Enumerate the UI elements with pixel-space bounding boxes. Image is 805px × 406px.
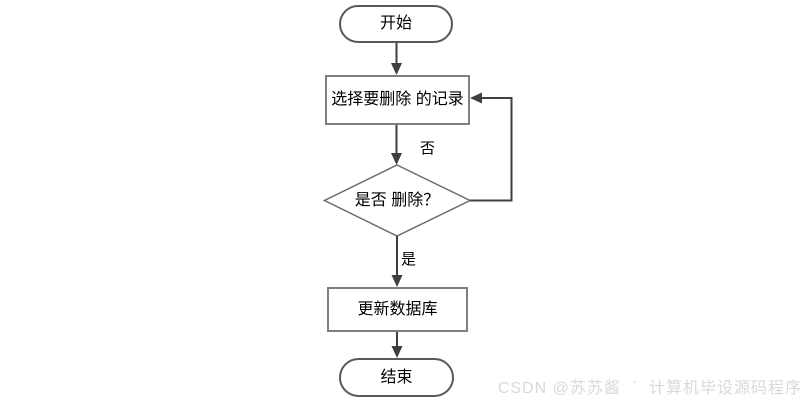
connector-select-to-decision (391, 125, 402, 165)
end-node-label: 结束 (380, 368, 413, 386)
process-select-record: 选择要删除 的记录 (325, 75, 470, 125)
connector-update-to-end (391, 332, 403, 358)
start-node: 开始 (339, 5, 453, 43)
decision-confirm-delete: 是否 删除？ (332, 192, 462, 210)
process-select-record-label: 选择要删除 的记录 (331, 91, 464, 108)
connector-decision-to-update (391, 236, 403, 287)
connector-start-to-select (391, 43, 402, 75)
watermark: CSDN @苏苏酱 ˊ 计算机毕设源码程序 (497, 380, 802, 397)
edge-label-no: 否 (420, 140, 436, 157)
start-node-label: 开始 (379, 15, 412, 32)
connector-no-loop (470, 92, 513, 202)
edge-label-yes: 是 (401, 251, 417, 268)
end-node: 结束 (339, 358, 454, 397)
process-update-database-label: 更新数据库 (357, 300, 438, 318)
process-update-database: 更新数据库 (327, 287, 468, 332)
decision-confirm-delete-label: 是否 删除？ (354, 192, 440, 209)
